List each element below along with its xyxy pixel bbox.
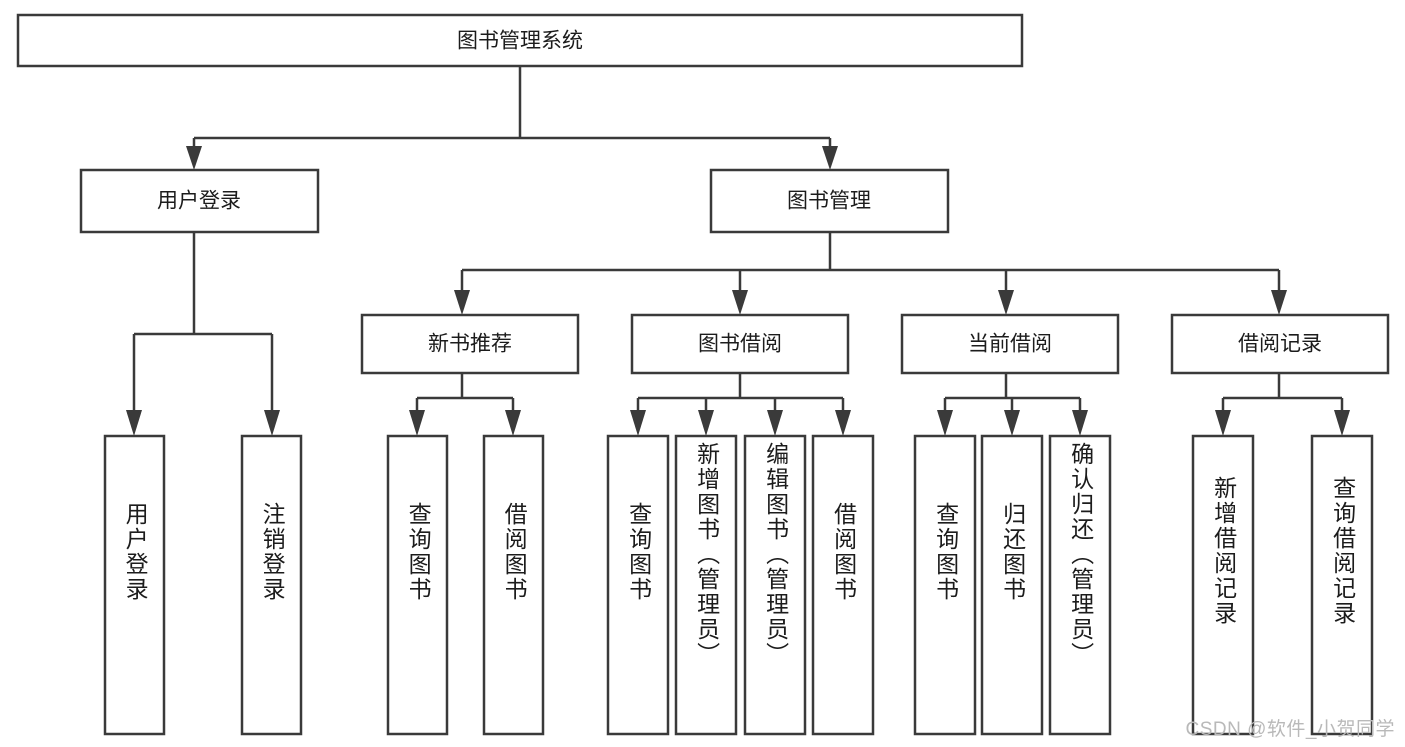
connector-group-new-book-recommend <box>409 373 521 436</box>
node-current-borrow-label: 当前借阅 <box>968 333 1052 356</box>
arrow-head-leaf-edit-book <box>767 410 783 436</box>
node-leaf-return-book[interactable] <box>980 434 1044 736</box>
node-current-borrow[interactable] <box>900 313 1120 375</box>
node-leaf-add-record[interactable] <box>1191 434 1255 736</box>
arrow-head-new-book-recommend <box>454 290 470 315</box>
arrow-head-leaf-return-book <box>1004 410 1020 436</box>
arrow-head-leaf-borrow-book-2 <box>835 410 851 436</box>
arrow-head-leaf-confirm-return <box>1072 410 1088 436</box>
connector-group-borrow-record <box>1215 373 1350 436</box>
node-new-book-recommend-label: 新书推荐 <box>428 333 512 356</box>
node-user-login-label: 用户登录 <box>157 190 241 213</box>
arrow-head-current-borrow <box>998 290 1014 315</box>
node-leaf-query-record[interactable] <box>1310 434 1374 736</box>
node-leaf-edit-book[interactable] <box>743 434 807 736</box>
node-leaf-borrow-book-2[interactable] <box>811 434 875 736</box>
node-leaf-query-book-2[interactable] <box>606 434 670 736</box>
node-book-manage-label: 图书管理 <box>787 190 871 213</box>
arrow-head-borrow-record <box>1271 290 1287 315</box>
node-leaf-confirm-return[interactable] <box>1048 434 1112 736</box>
connector-group-root <box>186 66 838 170</box>
node-leaf-query-book-3[interactable] <box>913 434 977 736</box>
arrow-head-leaf-borrow-book-1 <box>505 410 521 436</box>
arrow-head-leaf-query-book-2 <box>630 410 646 436</box>
node-book-borrow[interactable] <box>630 313 850 375</box>
arrow-head-book-borrow <box>732 290 748 315</box>
node-root-label: 图书管理系统 <box>457 30 583 53</box>
node-leaf-borrow-book-1[interactable] <box>482 434 545 736</box>
node-user-login[interactable] <box>79 168 320 234</box>
arrow-head-book-manage <box>822 146 838 170</box>
node-leaf-query-book-1[interactable] <box>386 434 449 736</box>
arrow-head-user-login <box>186 146 202 170</box>
csdn-watermark: CSDN @软件_小贺同学 <box>1185 719 1395 740</box>
arrow-head-leaf-query-record <box>1334 410 1350 436</box>
arrow-head-leaf-add-record <box>1215 410 1231 436</box>
connector-group-book-manage <box>454 232 1287 315</box>
node-borrow-record-label: 借阅记录 <box>1238 333 1322 356</box>
arrow-head-leaf-query-book-3 <box>937 410 953 436</box>
connector-group-book-borrow <box>630 373 851 436</box>
arrow-head-leaf-logout <box>264 410 280 436</box>
arrow-head-leaf-user-login <box>126 410 142 436</box>
node-book-manage[interactable] <box>709 168 950 234</box>
node-leaf-logout[interactable] <box>240 434 303 736</box>
node-borrow-record[interactable] <box>1170 313 1390 375</box>
connector-group-user-login <box>126 232 280 436</box>
arrow-head-leaf-add-book <box>698 410 714 436</box>
node-leaf-user-login[interactable] <box>103 434 166 736</box>
node-root[interactable] <box>16 13 1024 68</box>
connector-group-current-borrow <box>937 373 1088 436</box>
node-leaf-add-book[interactable] <box>674 434 738 736</box>
node-book-borrow-label: 图书借阅 <box>698 333 782 356</box>
node-new-book-recommend[interactable] <box>360 313 580 375</box>
arrow-head-leaf-query-book-1 <box>409 410 425 436</box>
